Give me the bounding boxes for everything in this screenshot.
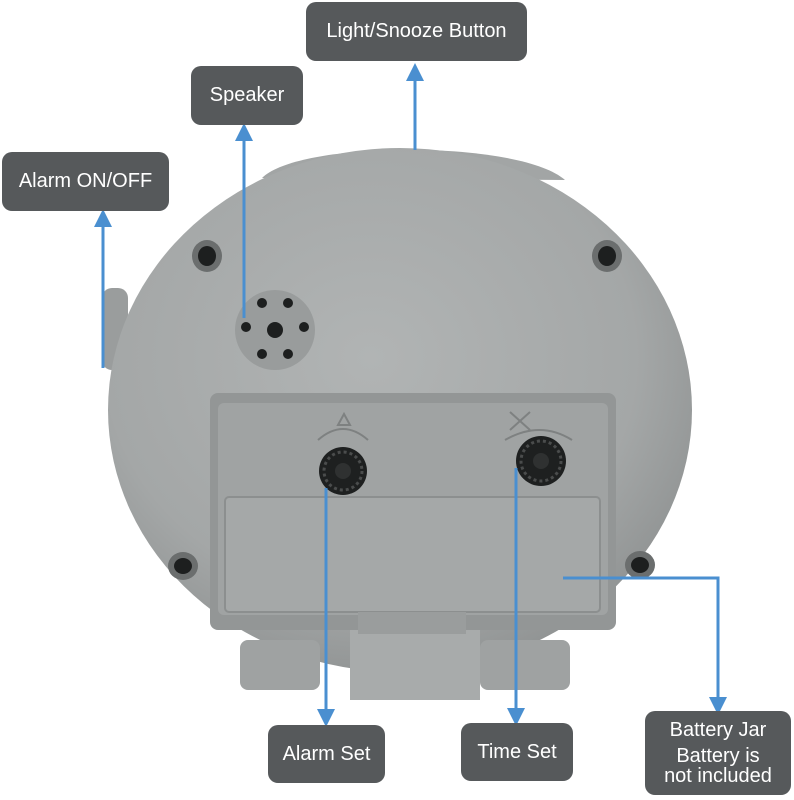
battery-jar-arrow	[563, 576, 727, 715]
speaker-grille	[235, 290, 315, 370]
time-set-label: Time Set	[461, 723, 573, 781]
time-engraving	[509, 411, 531, 431]
screw-hole-top-right	[592, 240, 622, 272]
alarm-bell-engraving	[317, 428, 369, 441]
speaker-label: Speaker	[191, 66, 303, 125]
battery-jar-label: Battery Jar Battery is not included	[645, 711, 791, 795]
battery-note-line2: not included	[664, 765, 772, 787]
battery-jar-title: Battery Jar	[669, 719, 767, 741]
light-snooze-label: Light/Snooze Button	[306, 2, 527, 61]
battery-note-line1: Battery is	[676, 745, 760, 767]
screw-hole-top-left	[192, 240, 222, 272]
right-foot	[480, 640, 570, 690]
alarm-set-label: Alarm Set	[268, 725, 385, 783]
alarm-set-knob	[319, 447, 367, 495]
battery-cover	[224, 496, 601, 613]
left-foot	[240, 640, 320, 690]
time-set-knob	[516, 436, 566, 486]
alarm-on-off-label: Alarm ON/OFF	[2, 152, 169, 211]
screw-hole-bottom-right	[625, 551, 655, 579]
screw-hole-bottom-left	[168, 552, 198, 580]
